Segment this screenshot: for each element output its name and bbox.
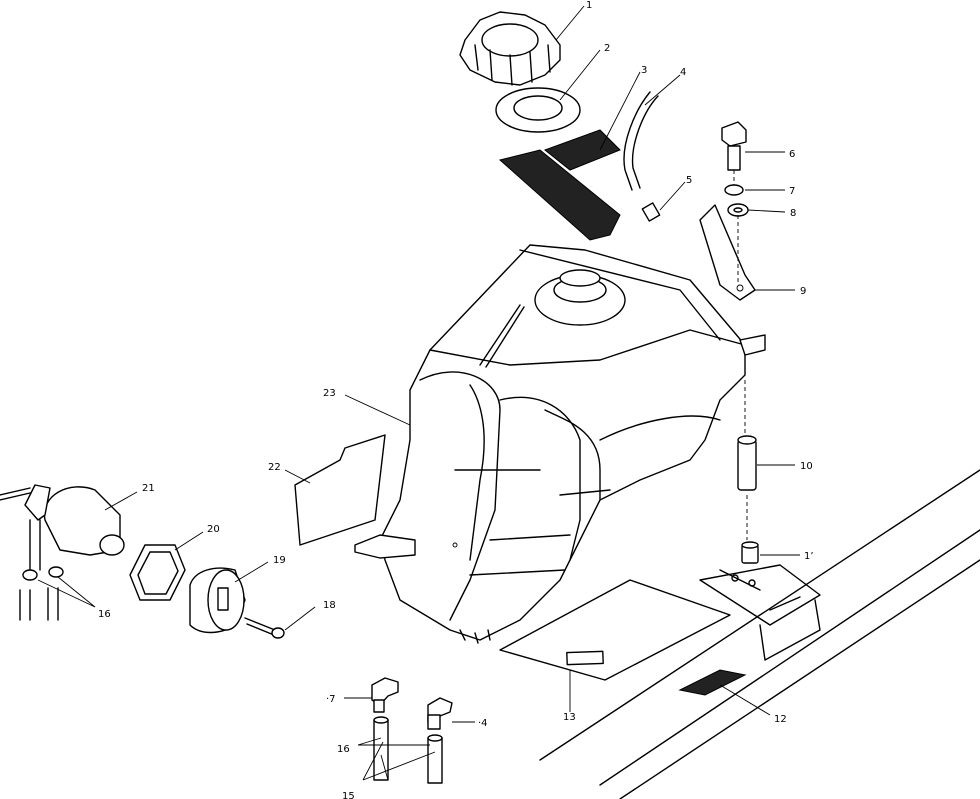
callout-numbers: 1 2 3 4 5 6 7 8 9 10 1’ 12 13 ·4 15 16 1…	[98, 0, 814, 799]
part-14-elbow	[427, 697, 453, 730]
part-20-hex-gasket	[129, 544, 186, 601]
part-5-fitting	[641, 202, 661, 222]
part-17-elbow	[371, 677, 399, 713]
leader-lines	[37, 5, 800, 781]
fuel-tank	[354, 244, 766, 644]
callout-15: 15	[342, 791, 355, 799]
callout-6: 6	[789, 149, 795, 160]
callout-5: 5	[686, 175, 692, 186]
callout-4: 4	[680, 67, 686, 78]
callout-16-bottom: 16	[337, 744, 350, 755]
callout-12: 12	[774, 714, 787, 725]
part-15-hoses	[373, 716, 443, 784]
part-3-foam-pads	[498, 129, 621, 241]
callout-3: 3	[641, 65, 647, 76]
callout-13: 13	[563, 712, 576, 723]
part-7-washer	[724, 184, 744, 196]
alignment-lines	[733, 170, 748, 540]
part-9-bracket	[699, 204, 756, 301]
part-6-bolt	[721, 121, 747, 171]
callout-19: 19	[273, 555, 286, 566]
part-16-lines-left	[19, 566, 64, 621]
part-11-bushing	[741, 541, 759, 564]
callout-9: 9	[800, 286, 806, 297]
part-8-washer	[727, 203, 749, 217]
part-22-decal	[294, 434, 386, 546]
callout-16-left: 16	[98, 609, 111, 620]
callout-22: 22	[268, 462, 281, 473]
part-21-fuel-pump	[0, 484, 125, 571]
callout-18: 18	[323, 600, 336, 611]
part-18-screw	[244, 617, 285, 639]
callout-17: ·7	[326, 694, 336, 705]
callout-20: 20	[207, 524, 220, 535]
callout-2: 2	[604, 43, 610, 54]
frame-rails	[539, 469, 980, 799]
part-13-mount-plate	[499, 579, 731, 681]
part-10-spacer	[737, 435, 757, 491]
callout-1: 1	[586, 0, 592, 11]
callout-14: ·4	[478, 718, 488, 729]
callout-23: 23	[323, 388, 336, 399]
part-19-filter-housing	[189, 567, 246, 634]
part-4-vent-hose	[623, 91, 659, 191]
callout-10: 10	[800, 461, 813, 472]
callout-7: 7	[789, 186, 795, 197]
callout-21: 21	[142, 483, 155, 494]
callout-8: 8	[790, 208, 796, 219]
callout-11: 1’	[804, 551, 814, 562]
part-12-pad	[678, 669, 747, 696]
part-2-gasket	[495, 87, 581, 133]
part-1-fuel-cap	[459, 11, 561, 86]
